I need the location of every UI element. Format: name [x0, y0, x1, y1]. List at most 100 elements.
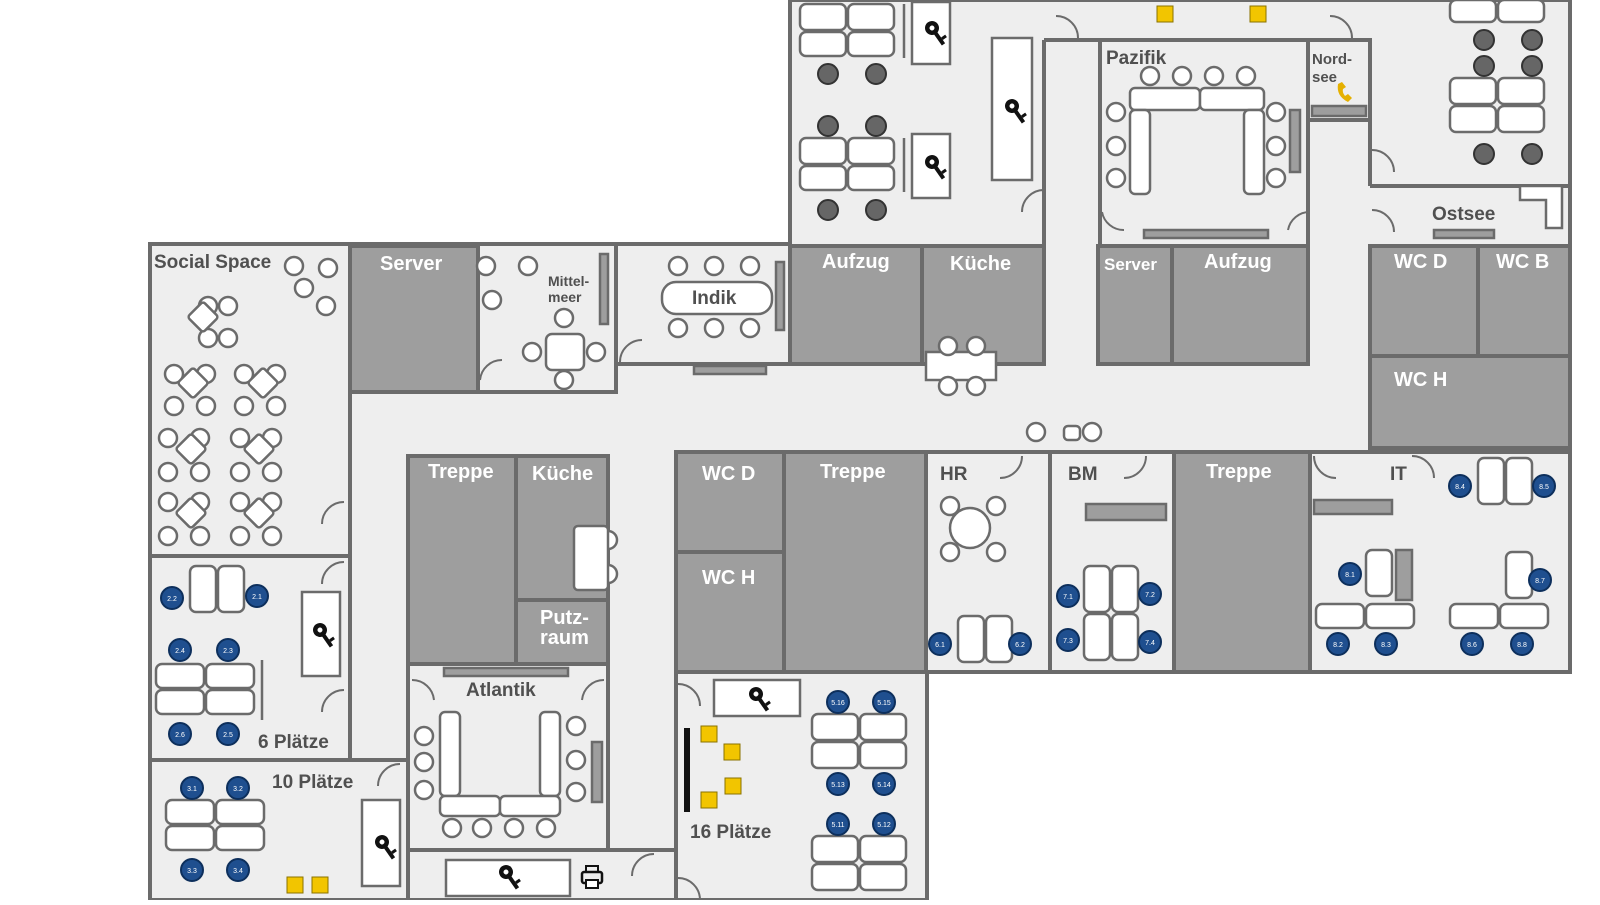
- seat-it[interactable]: 8.6: [1460, 632, 1484, 656]
- seat-marker-gray[interactable]: [1473, 29, 1495, 51]
- seat-hr[interactable]: 6.2: [1008, 632, 1032, 656]
- seat-marker-dot[interactable]: [180, 776, 204, 800]
- seat-bm[interactable]: 7.4: [1138, 630, 1162, 654]
- key-icon: [749, 687, 771, 712]
- seat-desks-6[interactable]: 2.3: [216, 638, 240, 662]
- seat-marker-dot[interactable]: [216, 722, 240, 746]
- seat-marker-gray[interactable]: [1521, 29, 1543, 51]
- seat-marker-dot[interactable]: [168, 722, 192, 746]
- seat-marker-dot[interactable]: [1138, 582, 1162, 606]
- chair: [233, 395, 255, 417]
- chair: [553, 369, 575, 391]
- room-treppe-3[interactable]: [1172, 450, 1312, 674]
- room-wc-d-top[interactable]: [1368, 244, 1480, 358]
- seat-marker-dot[interactable]: [1008, 632, 1032, 656]
- seat-marker-dot[interactable]: [872, 812, 896, 836]
- seat-marker-gray[interactable]: [1473, 55, 1495, 77]
- seat-desks-16[interactable]: 5.11: [826, 812, 850, 836]
- seat-marker-dot[interactable]: [1374, 632, 1398, 656]
- seat-bm[interactable]: 7.2: [1138, 582, 1162, 606]
- room-treppe-2[interactable]: [782, 450, 928, 674]
- seat-marker-gray[interactable]: [865, 115, 887, 137]
- seat-desks-6[interactable]: 2.4: [168, 638, 192, 662]
- room-treppe-1[interactable]: [406, 454, 518, 666]
- seat-marker-dot[interactable]: [168, 638, 192, 662]
- seat-it[interactable]: 8.5: [1532, 474, 1556, 498]
- seat-bm[interactable]: 7.1: [1056, 584, 1080, 608]
- seat-marker-gray[interactable]: [865, 63, 887, 85]
- seat-it[interactable]: 8.1: [1338, 562, 1362, 586]
- seat-desks-16[interactable]: 5.16: [826, 690, 850, 714]
- seat-marker-dot[interactable]: [826, 772, 850, 796]
- seat-marker-dot[interactable]: [872, 772, 896, 796]
- seat-marker-dot[interactable]: [1510, 632, 1534, 656]
- chair: [937, 335, 959, 357]
- seat-desks-6[interactable]: 2.6: [168, 722, 192, 746]
- seat-marker-gray[interactable]: [1521, 55, 1543, 77]
- seat-markers: 2.2 2.1 2.4 2.3 2.6 2.5 3.1 3.2 3.3 3.4 5.16 5.15 5.…: [160, 29, 1556, 882]
- seat-it[interactable]: 8.2: [1326, 632, 1350, 656]
- seat-desks-10[interactable]: 3.2: [226, 776, 250, 800]
- seat-marker-dot[interactable]: [180, 858, 204, 882]
- seat-marker-gray[interactable]: [1521, 143, 1543, 165]
- seat-number: 3.1: [187, 786, 197, 793]
- seat-it[interactable]: 8.8: [1510, 632, 1534, 656]
- seat-desks-10[interactable]: 3.4: [226, 858, 250, 882]
- room-server-right[interactable]: [1096, 244, 1174, 366]
- chair: [521, 341, 543, 363]
- seat-marker-dot[interactable]: [1326, 632, 1350, 656]
- seat-bm[interactable]: 7.3: [1056, 628, 1080, 652]
- desk: [1504, 550, 1534, 600]
- seat-marker-dot[interactable]: [1532, 474, 1556, 498]
- seat-marker-dot[interactable]: [1138, 630, 1162, 654]
- seat-desks-10[interactable]: 3.3: [180, 858, 204, 882]
- seat-marker-gray[interactable]: [817, 115, 839, 137]
- seat-marker-dot[interactable]: [216, 638, 240, 662]
- seat-marker-dot[interactable]: [872, 690, 896, 714]
- seat-marker-dot[interactable]: [226, 858, 250, 882]
- seat-it[interactable]: 8.3: [1374, 632, 1398, 656]
- atlantik-table: [538, 710, 562, 798]
- door-arc: [1021, 189, 1045, 213]
- seat-marker-dot[interactable]: [826, 690, 850, 714]
- desk: [164, 798, 216, 826]
- seat-marker-dot[interactable]: [1448, 474, 1472, 498]
- chair: [1105, 135, 1127, 157]
- seat-desks-16[interactable]: 5.13: [826, 772, 850, 796]
- seat-hr[interactable]: 6.1: [928, 632, 952, 656]
- seat-desks-16[interactable]: 5.14: [872, 772, 896, 796]
- chair: [1105, 101, 1127, 123]
- desk: [154, 688, 206, 716]
- seat-marker-dot[interactable]: [1338, 562, 1362, 586]
- room-wc-b[interactable]: [1476, 244, 1572, 358]
- door-arc: [479, 358, 503, 381]
- seat-marker-gray[interactable]: [865, 199, 887, 221]
- door-arc: [677, 683, 701, 707]
- seat-desks-6[interactable]: 2.2: [160, 586, 184, 610]
- seat-marker-gray[interactable]: [1473, 143, 1495, 165]
- seat-marker-dot[interactable]: [226, 776, 250, 800]
- seat-marker-gray[interactable]: [817, 199, 839, 221]
- seat-marker-gray[interactable]: [817, 63, 839, 85]
- seat-marker-dot[interactable]: [928, 632, 952, 656]
- seat-desks-16[interactable]: 5.15: [872, 690, 896, 714]
- seat-desks-6[interactable]: 2.5: [216, 722, 240, 746]
- locker[interactable]: [712, 678, 802, 718]
- room-wc-h-top[interactable]: [1368, 354, 1572, 450]
- chair: [1105, 167, 1127, 189]
- seat-number: 3.4: [233, 868, 243, 875]
- chair: [229, 461, 251, 483]
- seat-marker-dot[interactable]: [245, 584, 269, 608]
- seat-it[interactable]: 8.7: [1528, 568, 1552, 592]
- seat-marker-dot[interactable]: [1528, 568, 1552, 592]
- seat-marker-dot[interactable]: [1460, 632, 1484, 656]
- indik-table: [660, 280, 774, 316]
- seat-desks-10[interactable]: 3.1: [180, 776, 204, 800]
- seat-desks-16[interactable]: 5.12: [872, 812, 896, 836]
- seat-desks-6[interactable]: 2.1: [245, 584, 269, 608]
- seat-marker-dot[interactable]: [160, 586, 184, 610]
- seat-marker-dot[interactable]: [826, 812, 850, 836]
- seat-marker-dot[interactable]: [1056, 584, 1080, 608]
- seat-marker-dot[interactable]: [1056, 628, 1080, 652]
- seat-it[interactable]: 8.4: [1448, 474, 1472, 498]
